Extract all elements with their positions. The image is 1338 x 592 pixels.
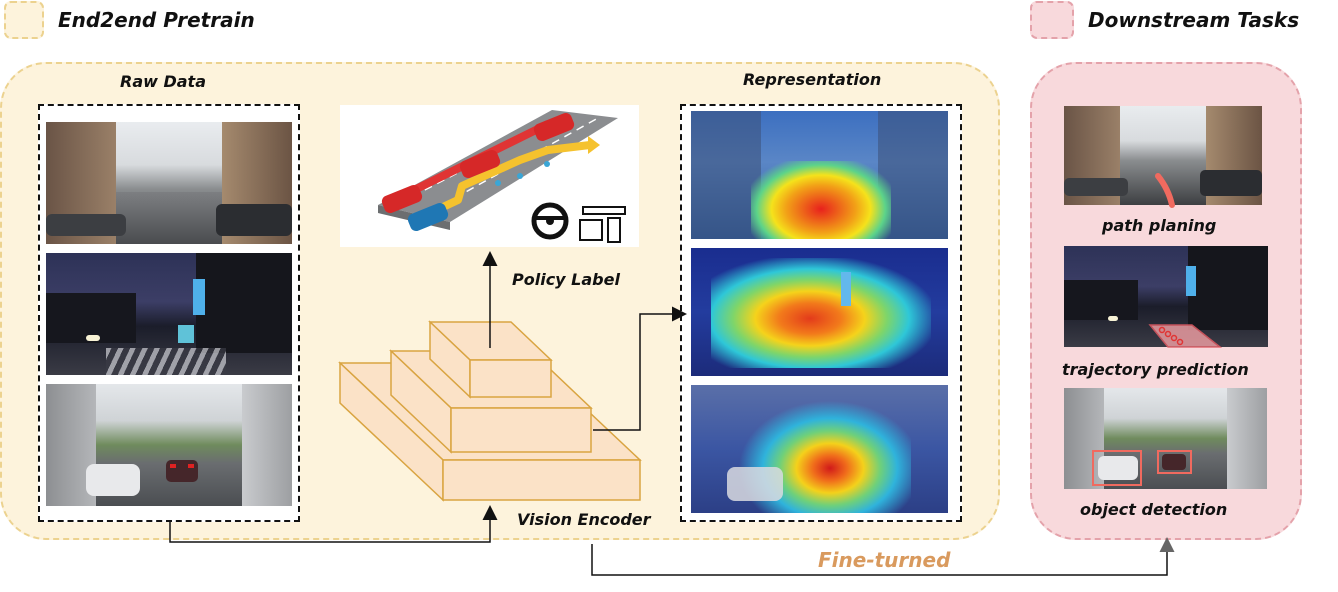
heatmap-image-street — [691, 111, 948, 239]
downstream-legend-title: Downstream Tasks — [1088, 8, 1300, 32]
vision-encoder-label: Vision Encoder — [517, 510, 651, 529]
task-label-1: trajectory prediction — [1062, 360, 1249, 379]
heatmap-image-traffic — [691, 385, 948, 513]
pretrain-legend-swatch — [4, 1, 44, 39]
raw-image-traffic — [46, 384, 292, 506]
task-label-0: path planing — [1102, 216, 1217, 235]
representation-label: Representation — [743, 70, 882, 89]
policy-label-text: Policy Label — [512, 270, 620, 289]
downstream-legend-swatch — [1030, 1, 1074, 39]
raw-image-night — [46, 253, 292, 375]
task-image-detection — [1064, 388, 1267, 489]
raw-image-street — [46, 122, 292, 244]
task-label-2: object detection — [1080, 500, 1228, 519]
heatmap-image-night — [691, 248, 948, 376]
pretrain-legend-title: End2end Pretrain — [58, 8, 255, 32]
raw-data-label: Raw Data — [120, 72, 206, 91]
fine-tune-label: Fine-turned — [818, 548, 951, 572]
